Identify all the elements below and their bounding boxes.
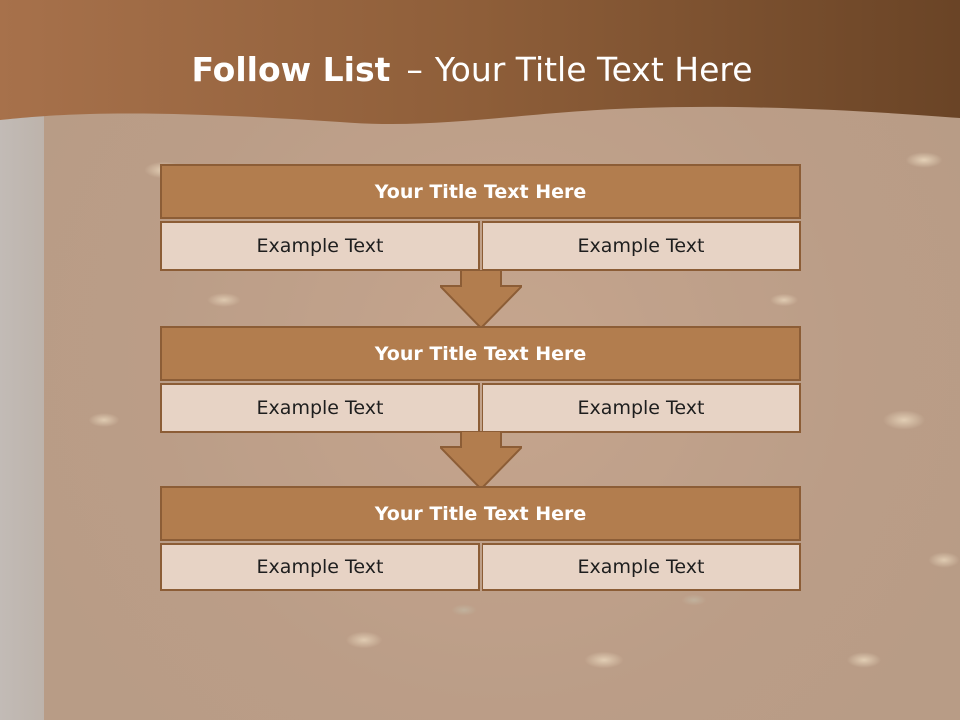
page-title: Follow List–Your Title Text Here: [0, 50, 944, 89]
block-row: Example Text Example Text: [160, 543, 801, 591]
block-row: Example Text Example Text: [160, 383, 801, 433]
block-cell-right: Example Text: [482, 383, 801, 433]
block-row: Example Text Example Text: [160, 221, 801, 271]
arrow-down-icon: [440, 270, 522, 328]
title-rest: Your Title Text Here: [434, 50, 753, 89]
block-cell-right: Example Text: [482, 221, 801, 271]
block-title: Your Title Text Here: [160, 326, 801, 381]
title-bold: Follow List: [191, 50, 391, 89]
follow-block-1: Your Title Text Here Example Text Exampl…: [160, 164, 801, 271]
block-cell-left: Example Text: [160, 221, 480, 271]
block-title: Your Title Text Here: [160, 486, 801, 541]
header-band: [0, 0, 960, 125]
follow-block-2: Your Title Text Here Example Text Exampl…: [160, 326, 801, 433]
left-strip: [0, 0, 44, 720]
block-cell-right: Example Text: [482, 543, 801, 591]
block-cell-left: Example Text: [160, 543, 480, 591]
arrow-down-icon: [440, 431, 522, 489]
block-title: Your Title Text Here: [160, 164, 801, 219]
title-dash: –: [406, 50, 423, 89]
block-cell-left: Example Text: [160, 383, 480, 433]
follow-block-3: Your Title Text Here Example Text Exampl…: [160, 486, 801, 591]
